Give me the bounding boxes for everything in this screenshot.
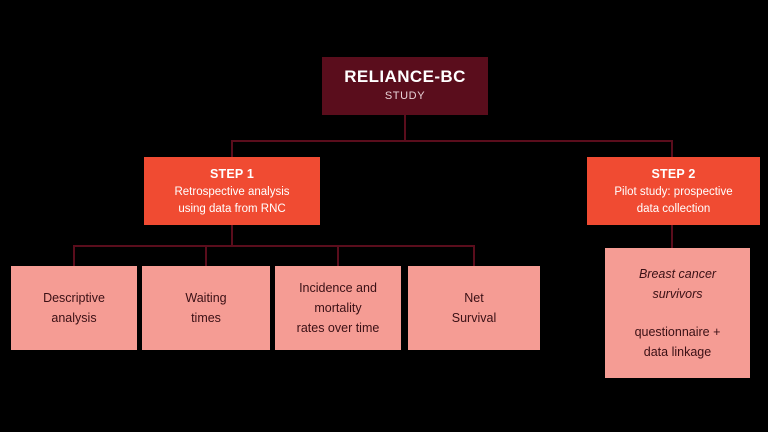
leaf-3-line-2: mortality — [314, 301, 362, 315]
leaf-3-line-1: Incidence and — [299, 281, 377, 295]
connector-step2-drop — [671, 140, 673, 157]
leaf-4-line-1: Net — [464, 291, 484, 305]
connector-leaf-2-drop — [205, 245, 207, 266]
leaf-node-breast-cancer-survivors[interactable]: Breast cancer survivors questionnaire + … — [605, 248, 750, 378]
connector-step1-stem — [231, 225, 233, 246]
leaf-4-line-2: Survival — [451, 311, 497, 325]
leaf-2-line-2: times — [191, 311, 221, 325]
step-1-line-1: Retrospective analysis — [174, 185, 290, 198]
connector-steps-bus — [231, 140, 673, 142]
leaf-1-line-2: analysis — [51, 311, 97, 325]
connector-step2-stem — [671, 225, 673, 248]
step-2-heading: STEP 2 — [651, 166, 696, 181]
step-1-heading: STEP 1 — [209, 166, 255, 181]
root-node-reliance-bc[interactable]: RELIANCE-BC STUDY — [322, 57, 488, 115]
root-subtitle: STUDY — [384, 90, 426, 102]
leaf-node-net-survival[interactable]: Net Survival — [408, 266, 540, 350]
root-title: RELIANCE-BC — [344, 67, 466, 86]
step-2-line-1: Pilot study: prospective — [614, 185, 733, 198]
leaf-1-line-1: Descriptive — [43, 291, 105, 305]
connector-leaf-4-drop — [473, 245, 475, 266]
connector-leaf-1-drop — [73, 245, 75, 266]
connector-leaf-bus — [73, 245, 475, 247]
leaf-node-incidence-mortality[interactable]: Incidence and mortality rates over time — [275, 266, 401, 350]
leaf-3-line-3: rates over time — [296, 321, 380, 335]
leaf-node-descriptive-analysis[interactable]: Descriptive analysis — [11, 266, 137, 350]
step-1-node[interactable]: STEP 1 Retrospective analysis using data… — [144, 157, 320, 225]
step-2-line-2: data collection — [636, 202, 711, 215]
leaf-5-line-2: data linkage — [643, 345, 712, 359]
connector-leaf-3-drop — [337, 245, 339, 266]
step-2-node[interactable]: STEP 2 Pilot study: prospective data col… — [587, 157, 760, 225]
leaf-5-italic-line-1: Breast cancer — [638, 267, 717, 281]
connector-step1-drop — [231, 140, 233, 157]
leaf-5-italic-line-2: survivors — [652, 287, 703, 301]
step-1-line-2: using data from RNC — [178, 202, 286, 215]
connector-root-stem — [404, 115, 406, 141]
leaf-5-line-1: questionnaire + — [634, 325, 721, 339]
leaf-node-waiting-times[interactable]: Waiting times — [142, 266, 270, 350]
leaf-2-line-1: Waiting — [185, 291, 227, 305]
